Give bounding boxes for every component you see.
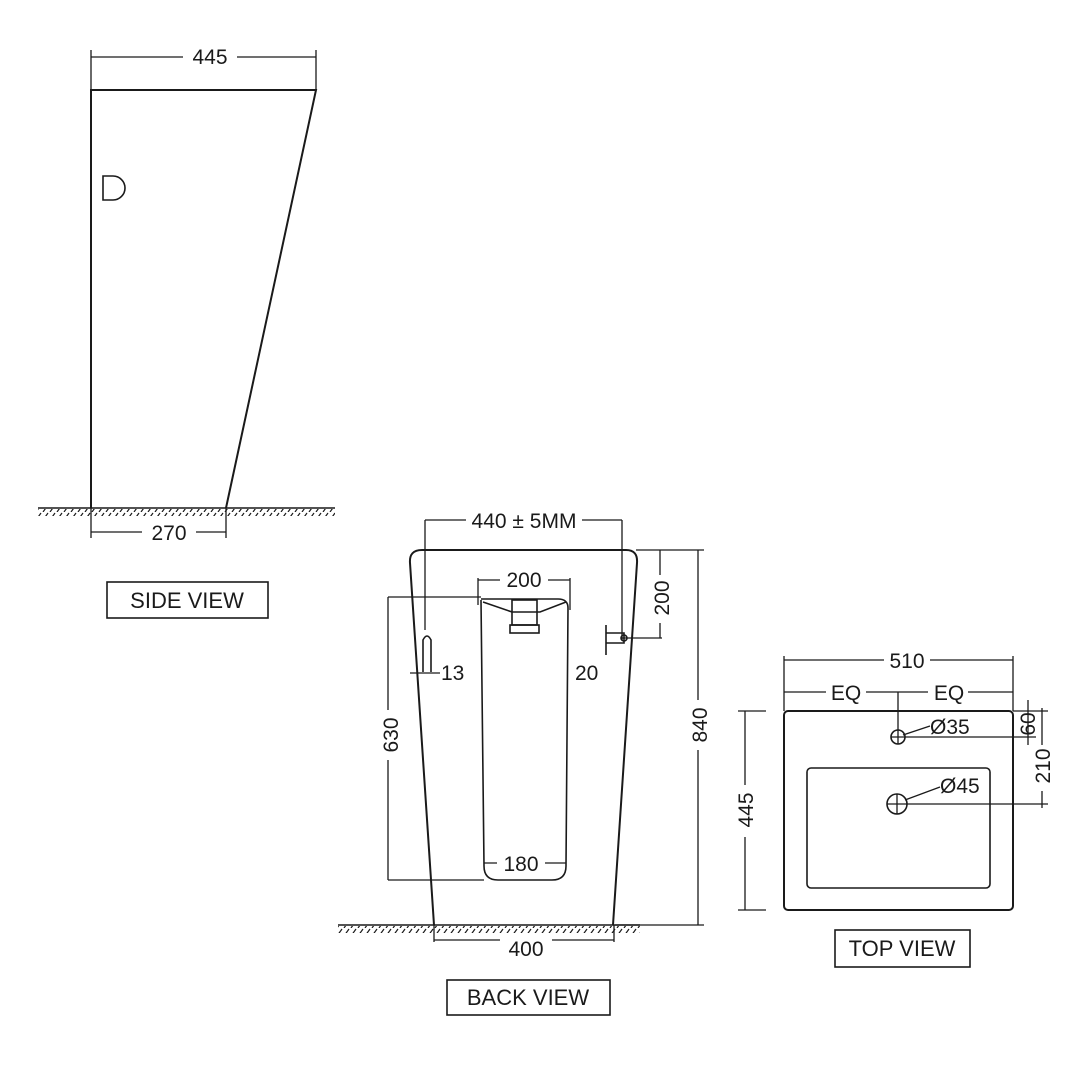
dim-eq-right: EQ: [934, 682, 964, 705]
back-profile: [408, 549, 639, 926]
top-view-label: TOP VIEW: [849, 936, 956, 961]
bowl-outline: [806, 767, 991, 889]
top-view-label-box: [834, 929, 971, 968]
dim-basin-bottom-width: 180: [503, 853, 538, 876]
side-view: 445 270 SIDE VIEW: [38, 42, 335, 619]
dim-inlet-spacing: 440 ± 5MM: [472, 510, 577, 533]
top-view: 510 EQ EQ 445 60 210 Ø35 Ø45 TOP VIEW: [734, 648, 1055, 968]
overflow-slot: [102, 175, 126, 201]
back-view-label: BACK VIEW: [467, 985, 589, 1010]
side-profile: [90, 89, 318, 509]
dim-basin-top-width: 200: [506, 569, 541, 592]
dim-right-pipe: 20: [575, 662, 598, 685]
dim-base-width: 400: [508, 938, 543, 961]
dim-tap-offset: 60: [1017, 712, 1040, 735]
ground-hatch: [38, 509, 335, 516]
back-view-label-box: [446, 979, 611, 1016]
basin-underside: [482, 601, 567, 613]
dim-inlet-drop: 200: [651, 580, 674, 615]
dim-depth: 445: [735, 792, 758, 827]
back-view: 440 ± 5MM 200 180 630 840 200 13 20: [338, 507, 712, 1016]
dim-waste-offset: 210: [1032, 748, 1055, 783]
tap-hole-label: Ø35: [930, 716, 970, 739]
dim-top-width: 445: [192, 46, 227, 69]
rear-opening: [480, 598, 569, 881]
waste-hole-label: Ø45: [940, 775, 980, 798]
dim-left-pipe: 13: [441, 662, 464, 685]
dim-width: 510: [889, 650, 924, 673]
dim-total-height: 840: [689, 707, 712, 742]
dim-eq-left: EQ: [831, 682, 861, 705]
right-supply-pipe: [605, 625, 625, 655]
left-supply-pipe: [422, 635, 432, 672]
ground-hatch: [338, 926, 640, 933]
side-view-label: SIDE VIEW: [130, 588, 244, 613]
dim-opening-height: 630: [380, 717, 403, 752]
dim-base-width: 270: [151, 522, 186, 545]
side-view-label-box: [106, 581, 269, 619]
